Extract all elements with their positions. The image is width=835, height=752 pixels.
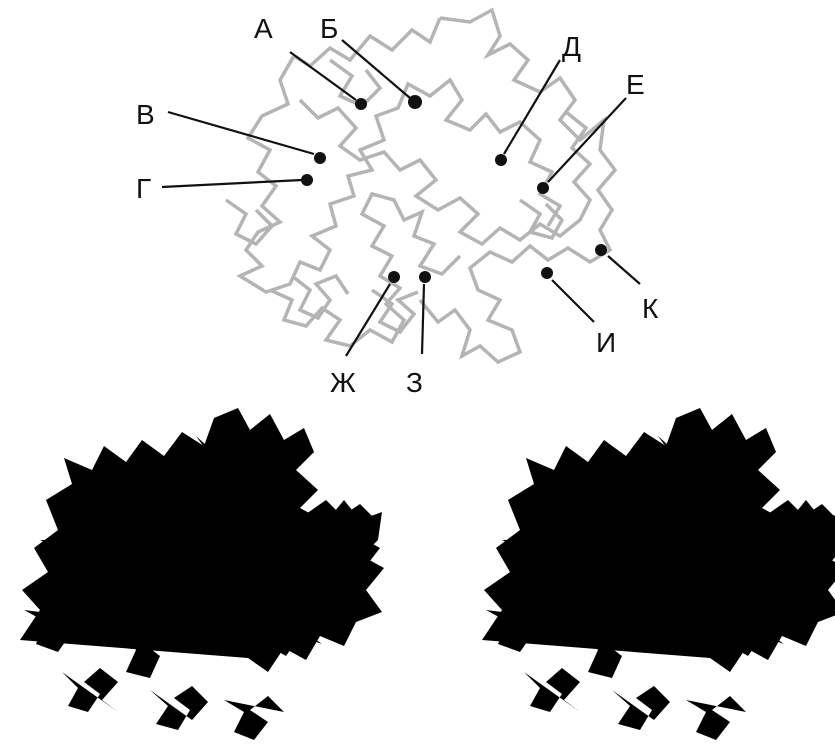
label-a: А — [254, 13, 273, 44]
stereo-view-left — [20, 408, 384, 740]
label-e: Е — [626, 69, 645, 100]
label-b: Б — [320, 13, 338, 44]
label-g: Г — [136, 173, 151, 204]
marker-dot-zh — [388, 271, 400, 283]
marker-dot-z — [419, 271, 431, 283]
marker-dot-d — [495, 154, 507, 166]
marker-dot-e — [537, 182, 549, 194]
stereo-view-right — [482, 408, 835, 740]
marker-dot-g — [301, 174, 313, 186]
marker-dot-k — [595, 244, 607, 256]
marker-dot-i — [541, 267, 553, 279]
label-k: К — [642, 293, 659, 324]
label-zh: Ж — [330, 367, 356, 398]
label-z: З — [406, 367, 423, 398]
label-d: Д — [562, 31, 581, 62]
annotated-backbone-trace — [226, 10, 615, 362]
label-i: И — [596, 327, 616, 358]
marker-dot-a — [355, 98, 367, 110]
marker-dot-v — [314, 152, 326, 164]
marker-dot-b — [408, 95, 422, 109]
label-v: В — [136, 99, 155, 130]
